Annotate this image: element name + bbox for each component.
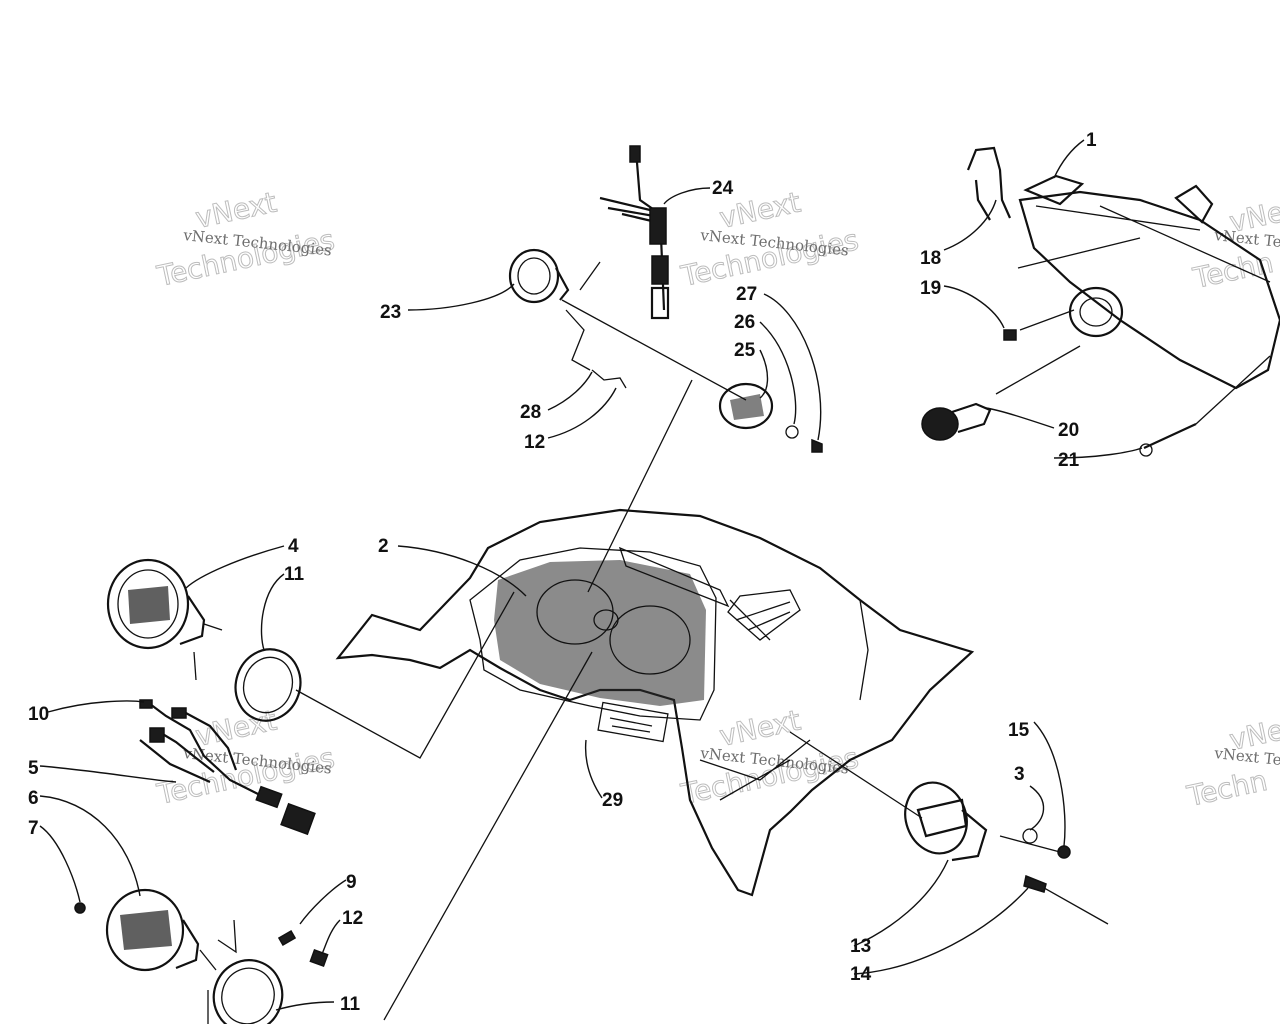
small-bulb-parts [74, 902, 329, 967]
watermark-group-center-top: vNext Technologies vNext Technologies [677, 185, 862, 293]
assembly-lines [193, 237, 1271, 1024]
temperature-gauge [904, 781, 1109, 925]
callout-15: 15 [1008, 720, 1030, 741]
callout-labels: 1 2 3 4 5 6 7 9 10 11 11 12 12 13 14 15 … [28, 130, 1097, 1015]
callout-13: 13 [850, 936, 871, 957]
watermark-group-center-bottom: vNext Technologies vNext Technologies [677, 703, 862, 811]
callout-18: 18 [920, 248, 941, 269]
watermark-brand: Techn [1184, 764, 1271, 813]
callout-29: 29 [602, 790, 623, 811]
callout-11-upper: 11 [284, 564, 305, 585]
tachometer-gauge [105, 888, 217, 972]
callout-7: 7 [28, 818, 39, 839]
callout-10: 10 [28, 704, 49, 725]
headlight-assembly [1018, 174, 1280, 390]
callout-20: 20 [1058, 420, 1079, 441]
callout-21: 21 [1058, 450, 1080, 471]
indicator-light-housing [591, 369, 823, 453]
fuel-gauge [508, 248, 570, 304]
callout-24: 24 [712, 178, 734, 199]
dash-console-housing [335, 508, 975, 897]
callout-5: 5 [28, 758, 39, 779]
callout-14: 14 [850, 964, 872, 985]
callout-3: 3 [1014, 764, 1025, 785]
callout-4: 4 [288, 536, 299, 557]
watermark-group-left-bottom: vNext Technologies vNext Technologies [153, 703, 338, 811]
watermark-group-left-top: vNext Technologies vNext Technologies [153, 185, 338, 293]
callout-11-lower: 11 [340, 994, 361, 1015]
headlight-bulb [921, 402, 992, 441]
callout-2: 2 [378, 536, 389, 557]
wire-harness [139, 699, 316, 836]
callout-27: 27 [736, 284, 757, 305]
watermark-brand: vNext [717, 704, 804, 753]
callout-1: 1 [1086, 130, 1097, 151]
callout-12-lower: 12 [342, 908, 363, 929]
callout-19: 19 [920, 278, 941, 299]
mounting-bolt [1139, 423, 1197, 457]
speedometer-gauge [106, 558, 223, 650]
gauge-bezel-ring-lower [212, 959, 284, 1024]
gauge-bezel-ring [234, 648, 302, 722]
leader-lines [39, 139, 1143, 1011]
gauge-wire-harness [599, 145, 670, 320]
callout-9: 9 [346, 872, 357, 893]
callout-25: 25 [734, 340, 756, 361]
callout-28: 28 [520, 402, 541, 423]
spring-clip [966, 146, 1012, 221]
callout-26: 26 [734, 312, 755, 333]
adjusting-screw [1003, 329, 1017, 341]
callout-23: 23 [380, 302, 401, 323]
callout-6: 6 [28, 788, 39, 809]
watermark-group-right-bottom: vNe Techn vNext Te [1183, 713, 1280, 814]
callout-12-upper: 12 [524, 432, 545, 453]
